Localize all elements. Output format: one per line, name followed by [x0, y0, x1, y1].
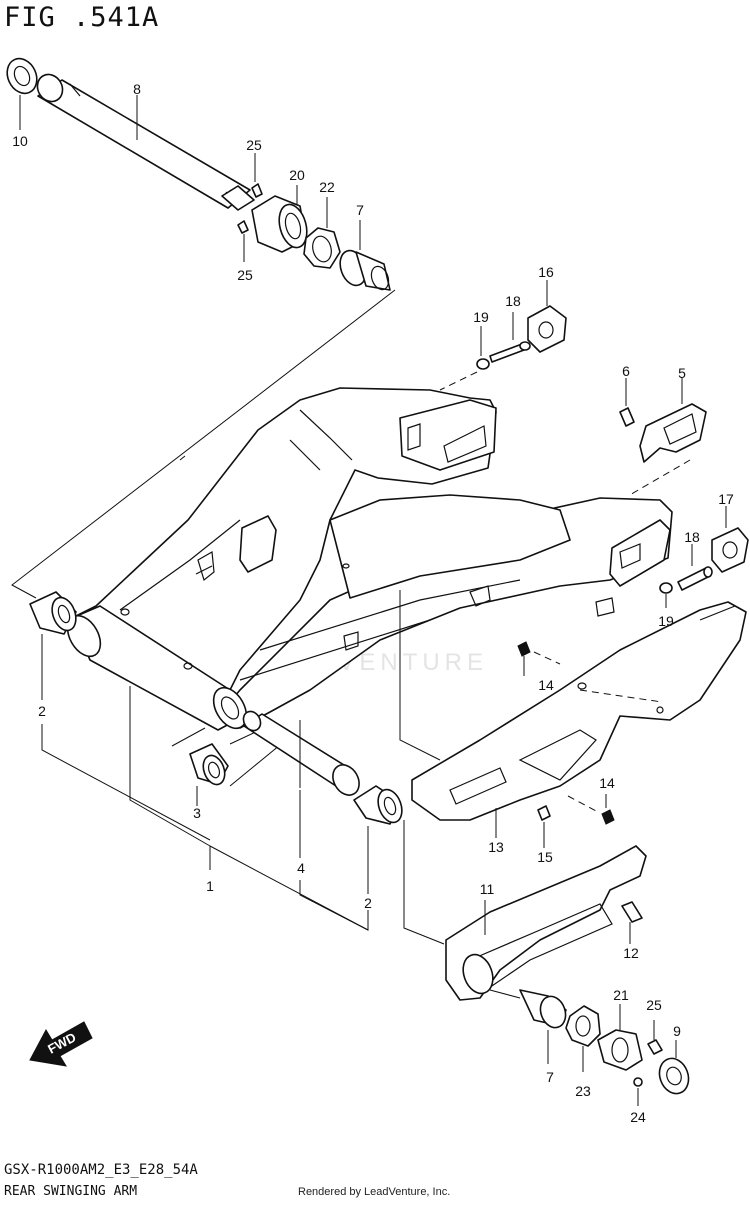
callout-10: 10	[12, 133, 28, 149]
callout-25-upper: 25	[246, 137, 262, 153]
part-17-adjuster-block	[711, 506, 749, 573]
callout-2-left: 2	[38, 703, 46, 719]
part-15-collar	[537, 805, 551, 848]
part-7-spacer-upper	[339, 220, 391, 291]
part-13-chain-case	[399, 590, 747, 838]
part-21-adjuster	[597, 1004, 643, 1071]
part-3-bearing	[171, 727, 281, 806]
part-18-bolt-right	[677, 544, 713, 591]
callout-13: 13	[488, 839, 504, 855]
part-19-nut-upper	[439, 326, 490, 391]
callout-14-upper: 14	[538, 677, 554, 693]
callout-bracket-lines	[41, 686, 369, 931]
callout-18-right: 18	[684, 529, 700, 545]
part-1-swingarm-body	[66, 387, 673, 731]
render-credit: Rendered by LeadVenture, Inc.	[298, 1186, 451, 1198]
callout-6: 6	[622, 363, 630, 379]
part-5-bracket	[627, 378, 707, 497]
callout-24: 24	[630, 1109, 646, 1125]
callout-19-right: 19	[658, 613, 674, 629]
part-11-chain-slider	[403, 820, 647, 1001]
callout-25-right: 25	[646, 997, 662, 1013]
diagram-name: REAR SWINGING ARM	[4, 1184, 138, 1199]
callout-17: 17	[718, 491, 734, 507]
fwd-arrow: FWD	[29, 1021, 93, 1067]
part-23-lock-nut	[565, 1005, 601, 1072]
part-20-adjuster	[251, 185, 308, 253]
part-16-adjuster-block	[527, 280, 567, 353]
part-12-bolt	[621, 901, 643, 944]
part-14-bolt-lower	[567, 794, 615, 825]
callout-23: 23	[575, 1083, 591, 1099]
part-9-nut	[658, 1040, 690, 1095]
callout-5: 5	[678, 365, 686, 381]
callout-12: 12	[623, 945, 639, 961]
callout-21: 21	[613, 987, 629, 1003]
callout-3: 3	[193, 805, 201, 821]
part-25-bolt-upper	[251, 153, 263, 198]
callout-8: 8	[133, 81, 141, 97]
callout-2-right: 2	[364, 895, 372, 911]
callout-19-upper: 19	[473, 309, 489, 325]
callout-7-upper: 7	[356, 202, 364, 218]
callout-labels: 10 8 25 20 22 7 25 16 18 19 6 5 17 18 19…	[12, 81, 734, 1125]
part-8-pivot-shaft	[36, 73, 255, 211]
callout-11: 11	[480, 881, 495, 897]
part-24-pin	[633, 1077, 643, 1106]
part-22-lock-nut	[303, 197, 341, 269]
callout-14-lower: 14	[599, 775, 615, 791]
part-2-bearing-left	[29, 591, 77, 700]
callout-1: 1	[206, 878, 214, 894]
callout-4: 4	[297, 860, 305, 876]
callout-25-lower: 25	[237, 267, 253, 283]
callout-22: 22	[319, 179, 335, 195]
part-25-bolt-lower	[237, 220, 249, 262]
figure-title: FIG .541A	[4, 2, 160, 33]
part-4-collar	[242, 710, 360, 858]
callout-9: 9	[673, 1023, 681, 1039]
part-10-nut	[6, 57, 38, 130]
part-7-spacer-lower	[489, 989, 567, 1064]
callout-20: 20	[289, 167, 305, 183]
part-25-bolt-right	[647, 1020, 663, 1055]
part-2-bearing-right	[353, 785, 403, 894]
part-18-bolt-upper	[489, 312, 531, 363]
callout-16: 16	[538, 264, 554, 280]
callout-7-lower: 7	[546, 1069, 554, 1085]
callout-18-upper: 18	[505, 293, 521, 309]
part-19-nut-right	[659, 582, 673, 608]
diagram-code: GSX-R1000AM2_E3_E28_54A	[4, 1162, 198, 1178]
part-14-bolt-upper	[517, 641, 561, 676]
callout-15: 15	[537, 849, 553, 865]
part-6-bolt	[619, 378, 635, 427]
